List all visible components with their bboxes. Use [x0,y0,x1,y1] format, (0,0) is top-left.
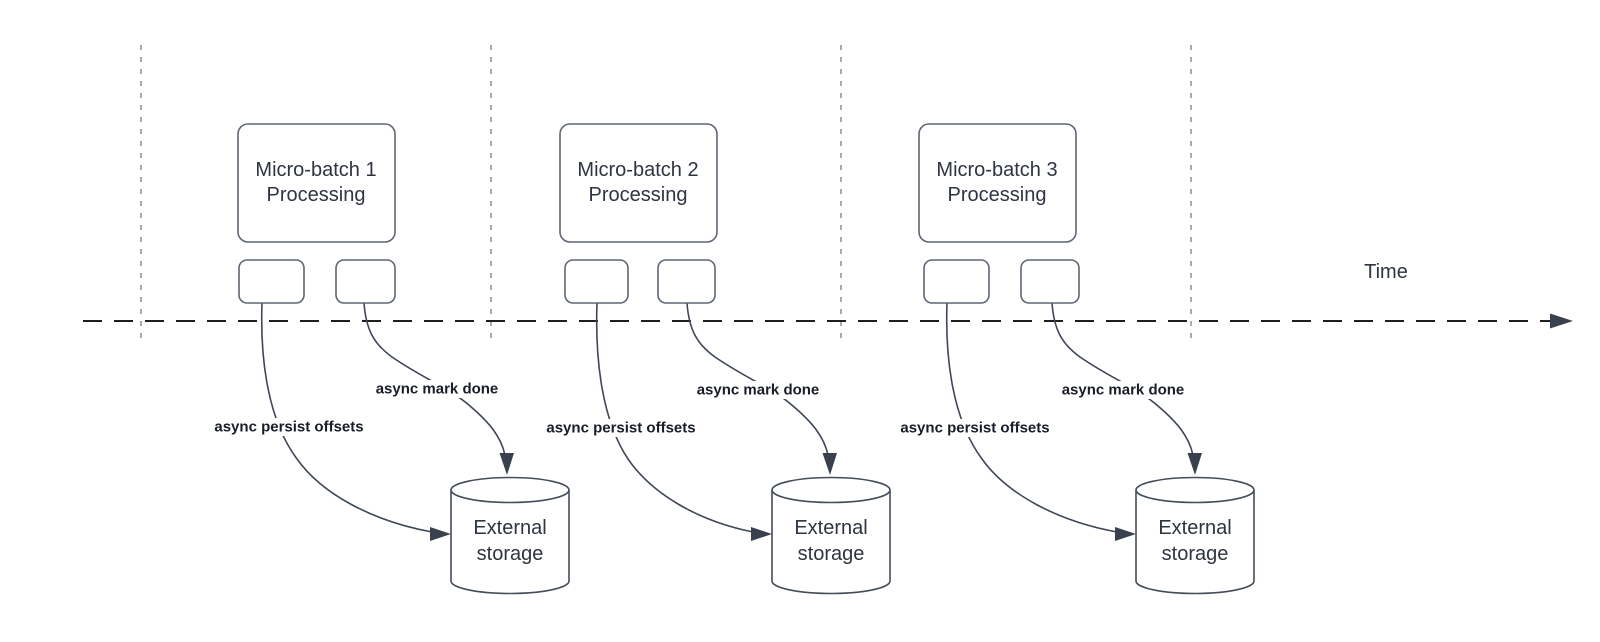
mark-done-label-bg [366,380,508,398]
micro-batch-3-group: Micro-batch 3 Processing External storag… [889,123,1255,595]
mark-done-arrow [686,302,829,456]
offsets-task-box [564,259,629,304]
mark-done-label-bg [1052,381,1194,399]
persist-offsets-label-bg [203,418,375,436]
external-storage-label-line1: External [794,517,867,539]
mark-done-label-bg [687,381,829,399]
external-storage-label-line1: External [473,517,546,539]
micro-batch-title-line2: Processing [267,184,366,206]
external-storage-cylinder-body [450,490,570,595]
persist-offsets-arrowhead-icon [1115,527,1136,541]
external-storage-cylinder-top [1135,476,1255,504]
persist-offsets-arrow [945,302,1118,533]
mark-done-arrowhead-icon [1187,453,1202,475]
external-storage-label-line2: storage [477,543,544,565]
external-storage-cylinder-body [1135,490,1255,595]
external-storage-cylinder-body [771,490,891,595]
mark-done-arrowhead-icon [822,453,837,475]
done-task-box [335,259,396,304]
persist-offsets-label: async persist offsets [214,419,363,436]
mark-done-arrow [363,302,506,456]
persist-offsets-arrowhead-icon [751,527,772,541]
external-storage-cylinder-top [771,476,891,504]
external-storage-label-line2: storage [1162,543,1229,565]
micro-batch-processing-box [237,123,396,243]
persist-offsets-arrowhead-icon [430,527,451,541]
micro-batch-processing-box [918,123,1077,243]
offsets-task-box [923,259,990,304]
persist-offsets-label: async persist offsets [900,420,1049,437]
micro-batch-1-group: Micro-batch 1 Processing External storag… [203,123,570,595]
done-task-box [1020,259,1080,304]
micro-batch-processing-box [559,123,718,243]
micro-batch-title-line1: Micro-batch 2 [577,159,698,181]
micro-batch-title-line2: Processing [589,184,688,206]
mark-done-arrowhead-icon [499,453,514,475]
time-axis-label: Time [1364,261,1408,283]
external-storage-label-line2: storage [798,543,865,565]
mark-done-label: async mark done [1062,382,1185,399]
time-axis-arrowhead-icon [1550,313,1573,329]
mark-done-label: async mark done [697,382,820,399]
persist-offsets-arrow [595,302,754,533]
mark-done-label: async mark done [376,381,499,398]
micro-batch-2-group: Micro-batch 2 Processing External storag… [535,123,891,595]
done-task-box [657,259,716,304]
mark-done-arrow [1051,302,1194,456]
persist-offsets-label-bg [535,419,707,437]
external-storage-label-line1: External [1158,517,1231,539]
persist-offsets-label: async persist offsets [546,420,695,437]
offsets-task-box [238,259,305,304]
persist-offsets-label-bg [889,419,1061,437]
micro-batch-title-line1: Micro-batch 1 [255,159,376,181]
persist-offsets-arrow [260,302,433,533]
external-storage-cylinder-top [450,476,570,504]
micro-batch-title-line2: Processing [948,184,1047,206]
micro-batch-title-line1: Micro-batch 3 [936,159,1057,181]
